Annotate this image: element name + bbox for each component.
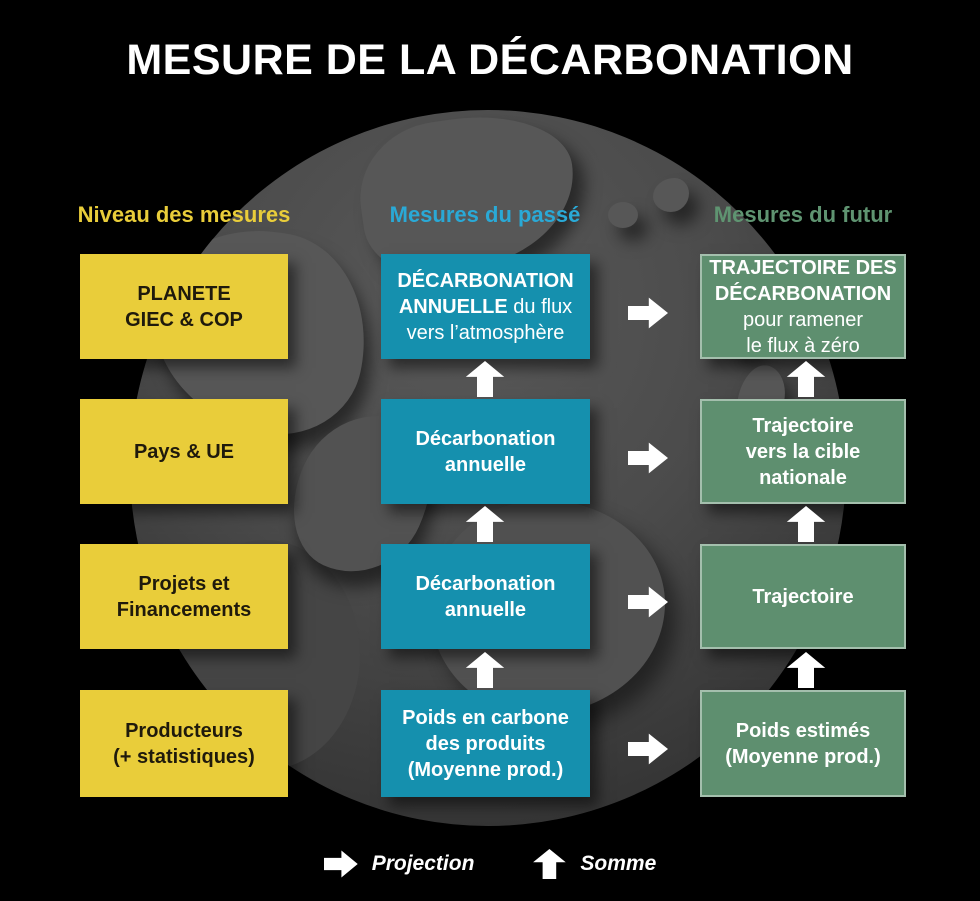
continent-shape <box>608 202 638 228</box>
column-header-future: Mesures du futur <box>713 202 893 227</box>
diagram-title: MESURE DE LA DÉCARBONATION <box>126 36 854 84</box>
legend-somme: Somme <box>532 849 656 879</box>
up-arrow-icon <box>533 849 566 879</box>
level-box-pays-ue: Pays & UE <box>80 399 288 504</box>
legend-projection-label: Projection <box>371 852 475 875</box>
future-box-poids-estimes: Poids estimés(Moyenne prod.) <box>700 690 906 797</box>
somme-arrow-icon <box>786 652 826 688</box>
column-header-past: Mesures du passé <box>389 202 581 227</box>
column-header-levels: Niveau des mesures <box>77 202 291 227</box>
legend: Projection Somme <box>290 844 690 884</box>
continent-shape <box>653 178 689 212</box>
legend-somme-label: Somme <box>580 852 657 875</box>
legend-projection: Projection <box>323 850 475 878</box>
right-arrow-icon <box>323 850 358 878</box>
future-box-trajectoire: Trajectoire <box>700 544 906 649</box>
level-box-producteurs: Producteurs(+ statistiques) <box>80 690 288 797</box>
